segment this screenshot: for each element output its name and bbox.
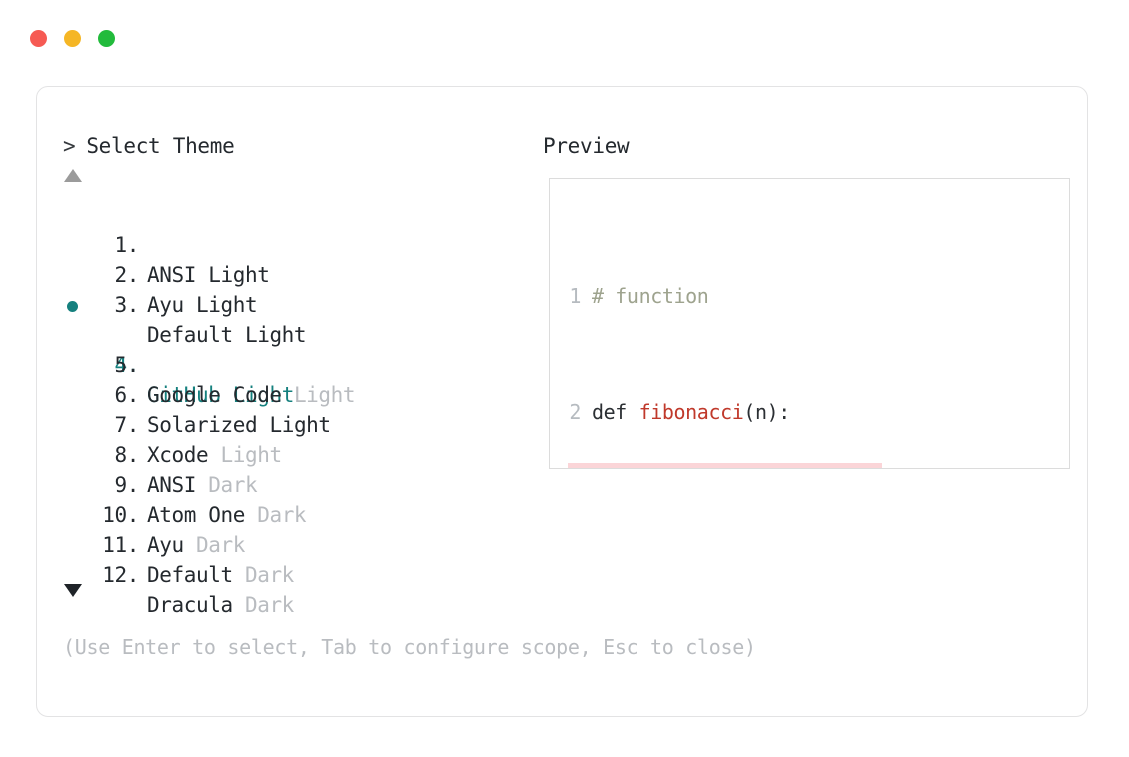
- line-number: 2: [569, 400, 581, 424]
- list-item-variant: Light: [293, 383, 356, 407]
- theme-picker-card: > Select Theme 1. ANSI Light 2. Ayu Light…: [36, 86, 1088, 717]
- list-item-number: 3.: [114, 293, 140, 317]
- list-item[interactable]: 2. Ayu Light: [63, 230, 533, 317]
- list-item[interactable]: 1. ANSI Light: [63, 200, 533, 287]
- triangle-up-icon[interactable]: [64, 169, 82, 182]
- list-item[interactable]: 3. Default Light: [63, 260, 533, 347]
- list-item-label: Atom One Dark: [147, 503, 307, 527]
- code-token-call: print: [615, 465, 674, 468]
- list-item-label: ANSI Light: [147, 263, 270, 287]
- list-item-number: 10.: [102, 503, 139, 527]
- diff-line-removed: 1-print("Hello, " + name): [568, 463, 883, 468]
- prompt-header: > Select Theme: [63, 133, 235, 159]
- list-item-variant: Dark: [195, 533, 245, 557]
- list-item-number: 8.: [114, 443, 140, 467]
- list-item-number: 7.: [114, 413, 140, 437]
- theme-list-pane: > Select Theme 1. ANSI Light 2. Ayu Light…: [63, 87, 756, 716]
- list-item-label: Ayu Light: [147, 293, 258, 317]
- selection-bullet-icon: [67, 301, 78, 312]
- window-maximize-dot[interactable]: [98, 30, 115, 47]
- list-item-label: Default Light: [147, 323, 307, 347]
- list-item-variant: Light: [195, 293, 258, 317]
- list-item[interactable]: 8. ANSI Dark: [63, 410, 533, 497]
- list-item-variant: Light: [220, 443, 282, 467]
- code-token-keyword: def: [592, 400, 627, 424]
- prompt-caret: >: [63, 134, 76, 158]
- list-item-selected[interactable]: 4. GitHub Light: [63, 290, 533, 407]
- code-line: 1 # function: [568, 282, 860, 311]
- list-item-label: Xcode Light: [147, 443, 282, 467]
- list-item-variant: Light: [208, 263, 270, 287]
- line-number: 1: [568, 463, 581, 468]
- list-item-variant: Dark: [208, 473, 258, 497]
- window-minimize-dot[interactable]: [64, 30, 81, 47]
- list-item-number: 5.: [114, 353, 140, 377]
- list-item-label: Dracula Dark: [147, 593, 294, 617]
- list-item-label: GitHub Light: [147, 383, 295, 407]
- list-item-number: 6.: [114, 383, 140, 407]
- diff-sample: 1-print("Hello, " + name) 1+print(f"Hell…: [568, 405, 894, 468]
- list-item-variant: Dark: [257, 503, 307, 527]
- line-number: 1: [569, 284, 581, 308]
- list-item-variant: Light: [269, 413, 331, 437]
- list-item[interactable]: 7. Xcode Light: [63, 380, 533, 467]
- list-item-number: 12.: [102, 563, 139, 587]
- preview-label: Preview: [543, 134, 630, 158]
- code-token-function: fibonacci: [638, 400, 744, 424]
- list-item[interactable]: 6. Solarized Light: [63, 350, 533, 437]
- page-title: Select Theme: [86, 134, 235, 158]
- theme-list: 1. ANSI Light 2. Ayu Light 3. Default Li…: [63, 200, 533, 617]
- list-item-label: ANSI Dark: [147, 473, 258, 497]
- code-token-variable: name: [824, 465, 871, 468]
- list-item-label: Solarized Light: [147, 413, 331, 437]
- keyboard-hint: (Use Enter to select, Tab to configure s…: [63, 635, 756, 659]
- list-item-number: 9.: [114, 473, 140, 497]
- list-item-number: 4.: [114, 353, 140, 377]
- diff-sign: -: [592, 465, 604, 468]
- list-item-number: 11.: [102, 533, 139, 557]
- list-item[interactable]: 5. Google Code Light: [63, 320, 533, 407]
- window-close-dot[interactable]: [30, 30, 47, 47]
- list-item-label: Ayu Dark: [147, 533, 245, 557]
- code-token-string: "Hello, ": [685, 465, 790, 468]
- list-item[interactable]: 12. Dracula Dark: [63, 530, 533, 617]
- list-item-number: 1.: [114, 233, 140, 257]
- list-item-variant: Dark: [244, 563, 294, 587]
- list-item-label: Default Dark: [147, 563, 294, 587]
- list-item[interactable]: 11. Default Dark: [63, 500, 533, 587]
- list-item-label: Google Code Light: [147, 383, 356, 407]
- window-titlebar: [30, 30, 115, 47]
- triangle-down-icon[interactable]: [64, 584, 82, 597]
- list-item-variant: Light: [232, 383, 295, 407]
- list-item[interactable]: 10. Ayu Dark: [63, 470, 533, 557]
- code-token-comment: # function: [592, 284, 709, 308]
- list-item-variant: Light: [244, 323, 307, 347]
- list-item-number: 2.: [114, 263, 140, 287]
- list-item[interactable]: 9. Atom One Dark: [63, 440, 533, 527]
- list-item-variant: Dark: [244, 593, 294, 617]
